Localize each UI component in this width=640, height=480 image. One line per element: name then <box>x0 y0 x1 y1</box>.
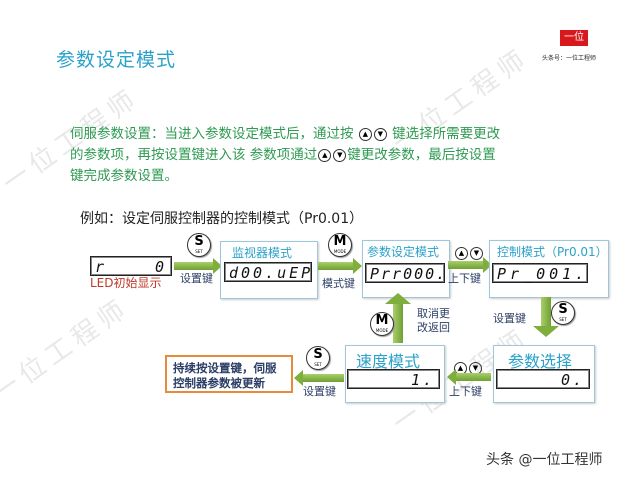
intro-line2b: 键更改参数，最后按设置 <box>347 147 496 163</box>
param-mode-label: 参数设定模式 <box>367 245 440 259</box>
down-button-icon: ▼ <box>373 127 387 141</box>
update-note: 持续按设置键，伺服控制器参数被更新 <box>165 355 293 393</box>
logo: 一位 <box>560 30 588 46</box>
arrow-left <box>294 370 344 386</box>
set-key-label: 设置键 <box>180 272 213 285</box>
updown-key-label: 上下键 <box>449 385 482 398</box>
updown-buttons-icon: ▲▼ <box>454 355 484 375</box>
param-select-label: 参数选择 <box>508 352 573 371</box>
set-key-label: 设置键 <box>493 312 526 325</box>
control-mode-label: 控制模式（Pr0.01） <box>497 245 608 259</box>
intro-line2a: 的参数项，再按设置键进入该 参数项通过 <box>70 147 318 163</box>
intro-line1b: 键选择所需要更改 <box>392 126 501 142</box>
monitor-lcd: d00.uEP <box>224 262 312 282</box>
updown-key-label: 上下键 <box>448 272 481 285</box>
watermark: 一位工程师 <box>0 292 136 409</box>
arrow-right <box>174 258 222 274</box>
speed-mode-label: 速度模式 <box>356 352 421 371</box>
up-icon: ▲ <box>455 247 468 260</box>
logo-subtitle: 头条号：一位工程师 <box>542 55 597 62</box>
arrow-right <box>318 258 362 274</box>
up-button-icon: ▲ <box>318 148 332 162</box>
example-heading: 例如：设定伺服控制器的控制模式（Pr0.01） <box>80 211 364 227</box>
cancel-label-2: 改返回 <box>417 321 450 334</box>
mode-key-label: 模式键 <box>322 277 355 290</box>
arrow-up <box>385 293 411 343</box>
footer-credit: 头条 @一位工程师 <box>486 452 603 468</box>
intro-line3: 键完成参数设置。 <box>70 168 178 184</box>
set-key-label: 设置键 <box>303 385 336 398</box>
led-init-label: LED初始显示 <box>90 276 162 290</box>
lcd-right: 0 <box>154 258 167 276</box>
down-icon: ▼ <box>470 247 483 260</box>
up-button-icon: ▲ <box>358 127 372 141</box>
intro-text: 伺服参数设置：当进入参数设定模式后，通过按 ▲▼ 键选择所需要更改 的参数项，再… <box>70 124 580 187</box>
down-button-icon: ▼ <box>333 148 347 162</box>
speed-mode-lcd: 1. <box>347 369 440 389</box>
cancel-label-1: 取消更 <box>417 307 450 320</box>
lcd-left: r <box>95 258 108 276</box>
page-title: 参数设定模式 <box>56 49 177 71</box>
param-select-lcd: 0. <box>496 369 590 389</box>
arrow-down <box>533 297 559 337</box>
param-mode-lcd: Prr000. <box>365 263 445 283</box>
arrow-right <box>448 257 492 273</box>
control-mode-lcd: Pr_001. <box>492 263 588 283</box>
updown-buttons-icon: ▲▼ <box>455 240 485 260</box>
initial-led-display: r 0 <box>90 256 172 276</box>
intro-line1a: 伺服参数设置：当进入参数设定模式后，通过按 <box>70 126 354 142</box>
monitor-mode-label: 监视器模式 <box>232 246 293 260</box>
arrow-left <box>447 369 491 385</box>
